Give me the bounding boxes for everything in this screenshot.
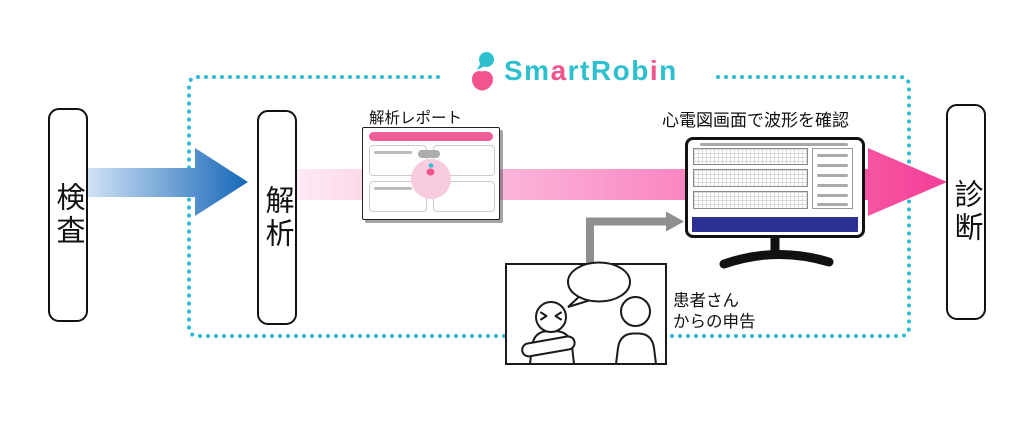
report-header-bar	[369, 132, 493, 141]
ecg-waveform-strip	[693, 148, 808, 165]
patient-caption-line2: からの申告	[673, 312, 756, 331]
side-panel-line	[817, 184, 848, 187]
blue-flow-arrow	[88, 148, 248, 216]
ecg-waveform-strip	[693, 191, 808, 209]
stage-label-examination: 検査	[52, 182, 84, 248]
stage-box-examination: 検査	[48, 108, 88, 322]
report-pill-shape	[418, 150, 440, 158]
report-caption: 解析レポート	[369, 110, 463, 127]
side-panel-line	[817, 164, 848, 167]
stage-label-diagnosis: 診断	[950, 179, 982, 245]
stage-label-analysis: 解析	[261, 184, 293, 251]
stage-box-diagnosis: 診断	[946, 104, 986, 320]
side-panel-line	[817, 154, 848, 157]
patient-caption-line1: 患者さん	[673, 292, 739, 310]
side-panel-line	[817, 203, 848, 206]
analysis-report-card	[362, 127, 500, 220]
side-panel-line	[817, 174, 848, 177]
smartrobin-logo-text: SmartRobin	[504, 55, 678, 86]
ecg-waveform-strip	[693, 169, 808, 187]
monitor-status-bar	[692, 217, 858, 232]
stage-box-analysis: 解析	[257, 110, 297, 325]
monitor-side-panel	[812, 148, 853, 209]
side-panel-line	[817, 194, 848, 197]
report-placeholder-line	[374, 187, 412, 190]
monitor-title-line	[700, 143, 848, 146]
dotted-process-border	[187, 75, 911, 338]
report-robin-icon	[426, 163, 435, 176]
patient-caption: 患者さん からの申告	[673, 291, 756, 332]
report-placeholder-line	[374, 151, 412, 154]
patient-illustration-box	[505, 263, 667, 365]
monitor-caption: 心電図画面で波形を確認	[662, 111, 849, 130]
smartrobin-logo: SmartRobin	[468, 50, 678, 92]
smartrobin-person-icon	[472, 52, 494, 91]
ecg-monitor	[685, 137, 865, 238]
report-panel	[369, 145, 427, 176]
